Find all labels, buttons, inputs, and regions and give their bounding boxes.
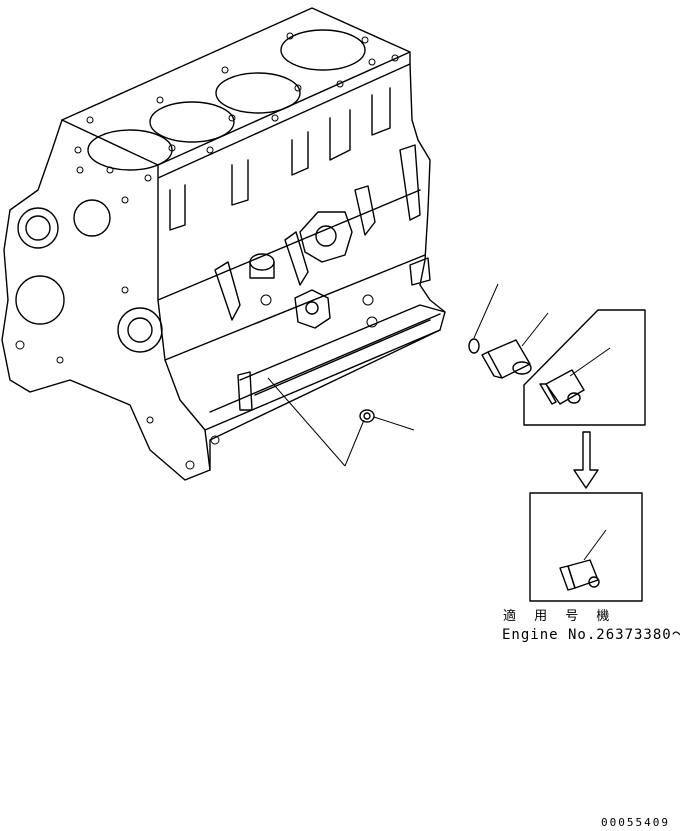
cylinder-bore-4	[280, 29, 366, 71]
sensor-after	[567, 559, 599, 589]
cylinder-bore-3	[215, 72, 301, 114]
transition-arrow	[573, 431, 599, 489]
sensor-before	[545, 369, 585, 405]
cylinder-bore-1	[87, 129, 173, 171]
cylinder-block	[1, 7, 446, 481]
front-bore-crank	[117, 307, 163, 353]
engine-number-label: Engine No.26373380～	[502, 627, 680, 643]
mount-flange	[294, 289, 331, 329]
adapter-plug	[481, 339, 532, 379]
cylinder-bore-2	[149, 101, 235, 143]
leader-lines	[267, 283, 549, 467]
crank-web-2	[284, 231, 309, 286]
deck-bolt-holes	[74, 32, 399, 182]
block-top-deck	[61, 7, 411, 166]
drawing-number: 00055409	[601, 816, 670, 829]
crank-web-1	[214, 261, 241, 321]
block-front-face	[1, 119, 211, 481]
inset-box-after	[529, 492, 643, 602]
inset-box-before	[523, 309, 646, 426]
front-bore-lower	[15, 275, 65, 325]
o-ring	[468, 338, 480, 354]
front-bore-cam	[73, 199, 111, 237]
block-side	[209, 63, 446, 471]
applicable-serial-label: 適 用 号 機	[503, 609, 617, 624]
washer	[359, 409, 375, 423]
oil-pump-cover	[299, 211, 353, 263]
crank-web-3	[354, 185, 376, 236]
front-bore-upper	[17, 207, 59, 249]
